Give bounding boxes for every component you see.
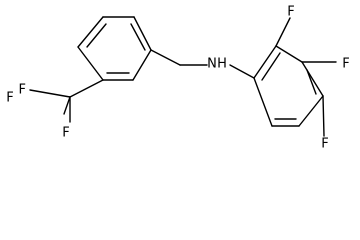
atom-f-cf3-top: F (19, 83, 26, 98)
trifluoromethyl-bonds (29, 79, 104, 123)
atom-amine-n: N (207, 57, 217, 72)
benzyl-ring (77, 16, 152, 81)
atom-f-ring-4: F (321, 137, 328, 152)
atom-f-ring-3: F (342, 57, 349, 72)
molecule-structure: F F F N H F F F (6, 5, 349, 152)
atom-f-ring-2: F (287, 5, 294, 20)
atom-amine-h: H (217, 57, 227, 72)
atom-f-cf3-bottom: F (62, 126, 69, 141)
atom-f-cf3-left: F (6, 91, 13, 106)
trifluorophenyl-ring (253, 45, 324, 127)
benzylic-bonds (150, 49, 255, 79)
ring-fluorine-bonds (275, 17, 337, 137)
